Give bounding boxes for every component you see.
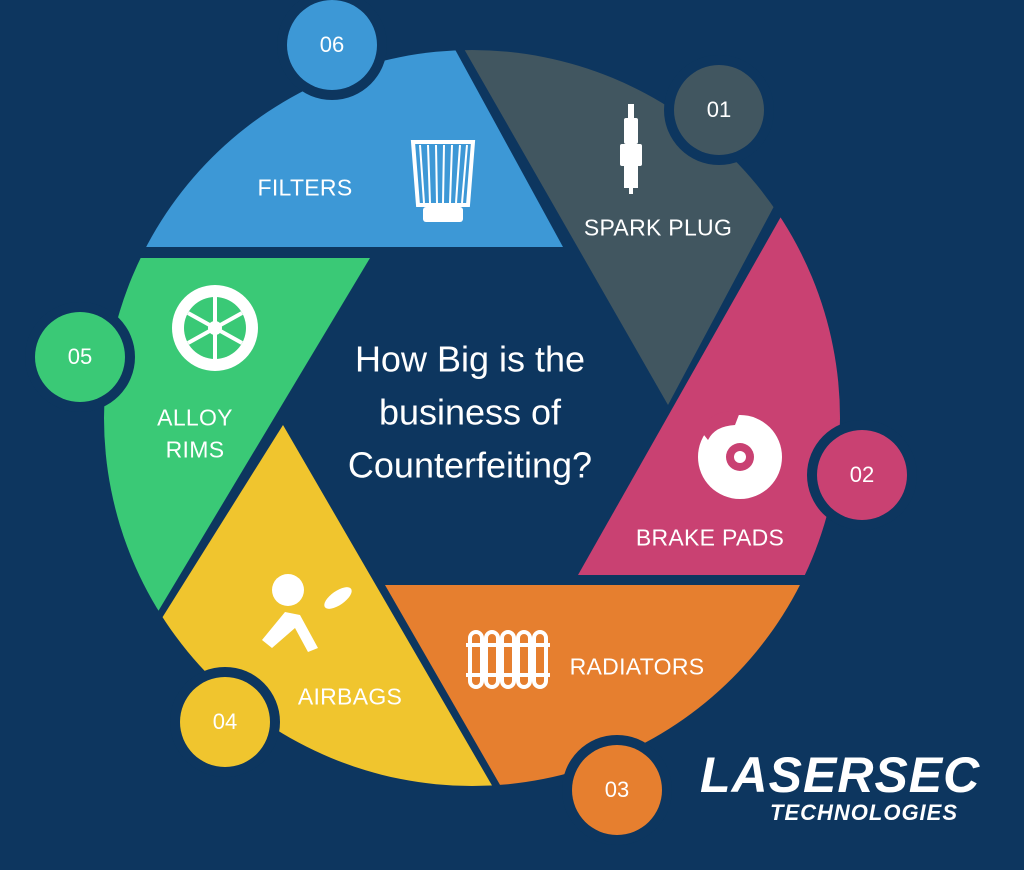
segment-alloy-rims — [104, 258, 370, 786]
label-spark-plug: SPARK PLUG — [583, 214, 733, 241]
brake-disc-icon — [698, 411, 782, 499]
badge-01: 01 — [706, 97, 732, 122]
airbag-icon — [262, 574, 352, 652]
badge-03: 03 — [604, 777, 630, 802]
air-filter-icon — [410, 140, 476, 222]
title-line: business of — [378, 391, 562, 433]
badge-04: 04 — [212, 709, 238, 734]
label-filters: FILTERS — [257, 174, 353, 201]
label-brake-pads: BRAKE PADS — [635, 524, 785, 551]
title-line: How Big is the — [354, 338, 586, 380]
label-radiators: RADIATORS — [569, 653, 705, 680]
title-line: Counterfeiting? — [347, 444, 593, 486]
label-alloy-rims-line1: ALLOY — [157, 404, 233, 431]
segment-radiators — [385, 585, 840, 786]
label-alloy-rims-line2: RIMS — [165, 436, 225, 463]
badge-05: 05 — [67, 344, 93, 369]
wheel-icon — [172, 285, 258, 371]
center-title: How Big is the business of Counterfeitin… — [310, 333, 630, 492]
badge-02: 02 — [849, 462, 875, 487]
badge-06: 06 — [319, 32, 345, 57]
segment-brake-pads — [578, 130, 840, 575]
label-airbags: AIRBAGS — [297, 683, 403, 710]
number-badges — [25, 0, 917, 845]
logo-line1: LASERSEC — [700, 747, 981, 803]
radiator-icon — [466, 630, 550, 689]
spark-plug-icon — [620, 104, 642, 194]
lasersec-logo: LASERSEC TECHNOLOGIES — [700, 750, 1000, 826]
logo-line2: TECHNOLOGIES — [770, 800, 959, 825]
